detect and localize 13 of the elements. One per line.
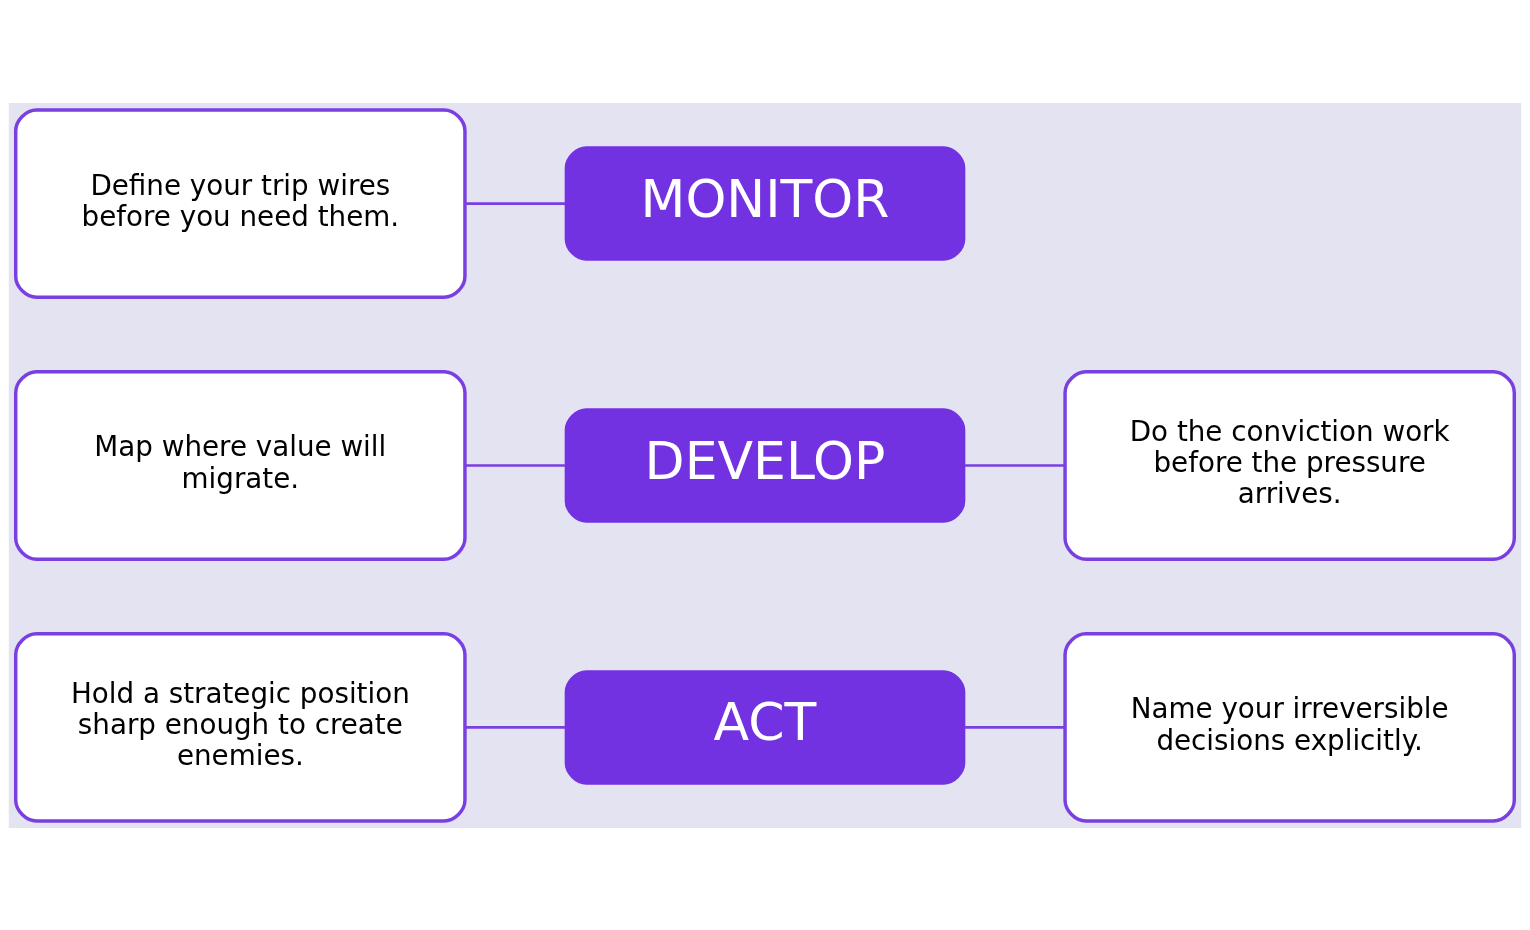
- node-box: Name your irreversible decisions explicitly.: [1063, 631, 1516, 823]
- node-box: Do the conviction work before the pressure arrives.: [1063, 369, 1516, 561]
- connector: [465, 463, 566, 467]
- connector: [964, 725, 1065, 729]
- node-box: Define your trip wires before you need them.: [14, 107, 467, 299]
- node-box: DEVELOP: [564, 407, 966, 523]
- connector: [465, 725, 566, 729]
- node-box: Map where value will migrate.: [14, 369, 467, 561]
- node-box: Hold a strategic position sharp enough to create enemies.: [14, 631, 467, 823]
- node-box: MONITOR: [564, 145, 966, 261]
- node-box: ACT: [564, 669, 966, 785]
- connector: [964, 463, 1065, 467]
- connector: [465, 201, 566, 205]
